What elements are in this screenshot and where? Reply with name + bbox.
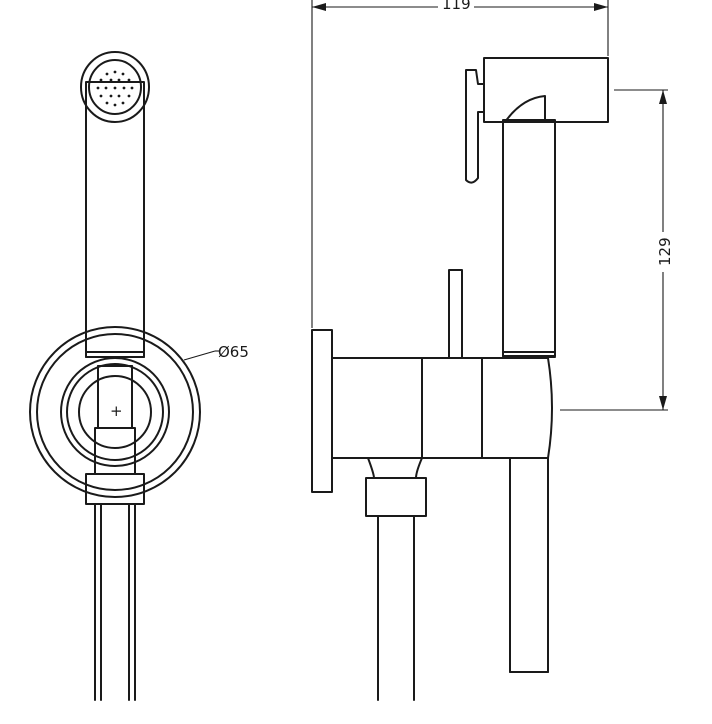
width-dimension: 119: [311, 0, 609, 328]
hose-side: [509, 457, 549, 673]
spray-handle-front: [80, 51, 150, 358]
svg-text:+: +: [110, 402, 123, 420]
diameter-label: Ø65: [218, 343, 249, 361]
height-label: 129: [656, 237, 674, 266]
valve-body: [331, 357, 553, 459]
hose-front: [85, 473, 145, 701]
inlet-connector: [365, 457, 427, 701]
front-view: +: [29, 51, 249, 701]
diameter-callout: Ø65: [183, 343, 249, 361]
height-dimension: 129: [560, 89, 674, 411]
wall-plate: [311, 329, 333, 493]
nozzle-holes: [96, 70, 134, 107]
spray-handle-side: [465, 57, 609, 358]
width-label: 119: [442, 0, 471, 13]
valve-lever: [448, 269, 463, 359]
side-view: 119 129: [311, 0, 674, 701]
wall-rosette: +: [29, 326, 201, 498]
